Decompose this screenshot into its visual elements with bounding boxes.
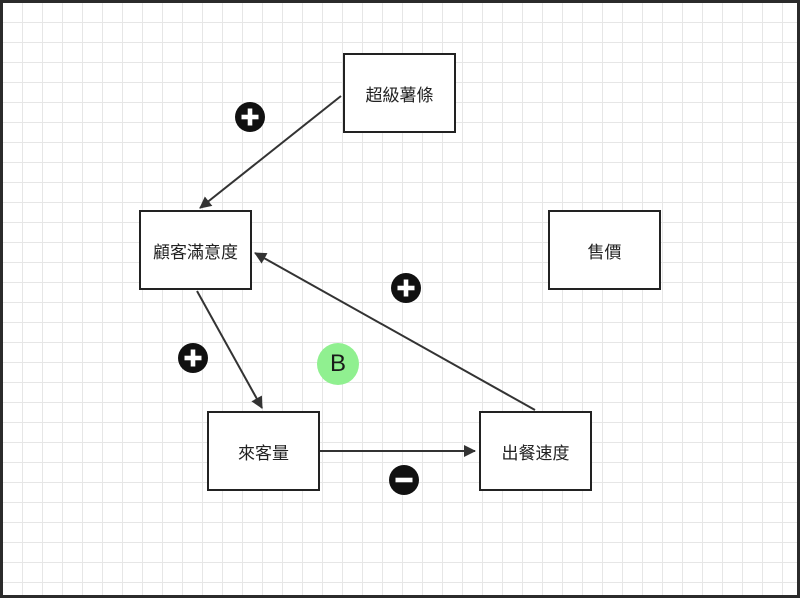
link-satisfaction-to-traffic[interactable] [196,290,263,409]
link-super-fries-to-satisfaction[interactable] [199,95,342,209]
edges-layer [178,95,536,495]
balancing-loop-badge: B [317,343,359,385]
node-label: 售價 [587,242,622,263]
node-price[interactable]: 售價 [548,210,661,290]
node-label: 來客量 [238,443,289,464]
node-super-fries[interactable]: 超級薯條 [343,53,456,133]
loop-label: B [329,350,346,377]
plus-sign-icon [391,273,421,303]
node-customer-traffic[interactable]: 來客量 [207,411,320,491]
node-label: 出餐速度 [501,443,570,464]
plus-sign-icon [178,343,208,373]
node-label: 超級薯條 [365,85,434,106]
node-label: 顧客滿意度 [153,242,238,263]
plus-sign-icon [235,102,265,132]
minus-sign-icon [389,465,419,495]
node-customer-satisfaction[interactable]: 顧客滿意度 [139,210,252,290]
link-speed-to-satisfaction[interactable] [254,252,536,411]
node-serving-speed[interactable]: 出餐速度 [479,411,592,491]
